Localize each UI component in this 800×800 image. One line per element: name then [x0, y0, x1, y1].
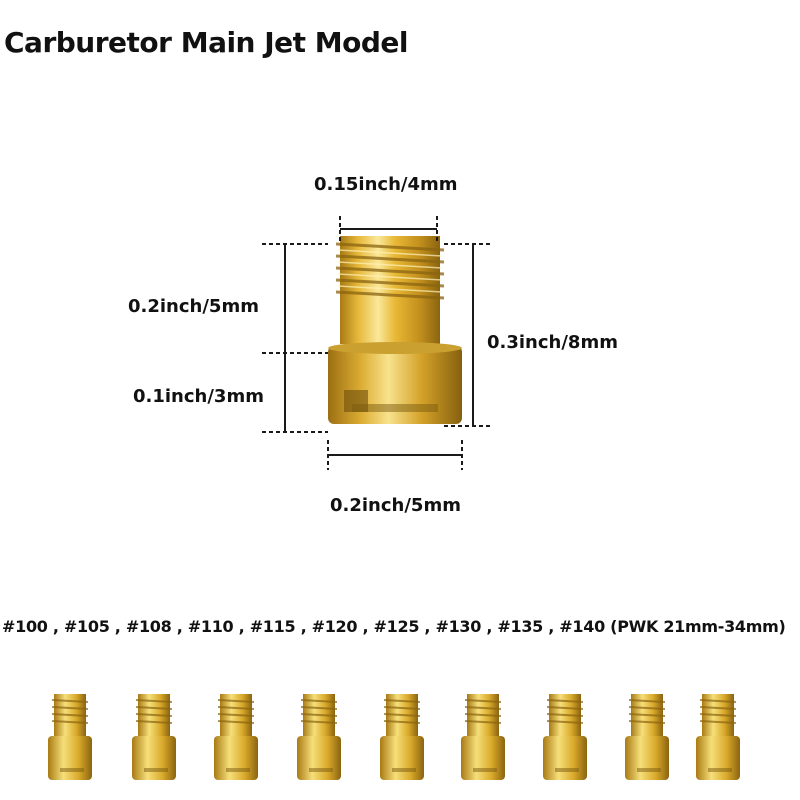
dim-thread-height: 0.2inch/5mm	[128, 296, 259, 317]
small-jet-9	[688, 688, 758, 792]
page-title: Carburetor Main Jet Model	[4, 26, 409, 59]
small-jet-7	[535, 688, 605, 792]
small-jet-6	[453, 688, 523, 792]
main-jet-diagram	[262, 216, 490, 470]
dim-bottom-width: 0.2inch/5mm	[330, 495, 461, 516]
small-jet-8	[617, 688, 687, 792]
small-jet-3	[206, 688, 276, 792]
dim-head-height: 0.1inch/3mm	[133, 386, 264, 407]
small-jet-4	[289, 688, 359, 792]
small-jet-1	[40, 688, 110, 792]
small-jet-5	[372, 688, 442, 792]
jet-sizes-list: #100 , #105 , #108 , #110 , #115 , #120 …	[2, 617, 786, 636]
dim-top-width: 0.15inch/4mm	[314, 174, 458, 195]
jet-head	[328, 342, 462, 424]
jet-thread	[335, 236, 445, 344]
dim-total-height: 0.3inch/8mm	[487, 332, 618, 353]
small-jet-2	[124, 688, 194, 792]
